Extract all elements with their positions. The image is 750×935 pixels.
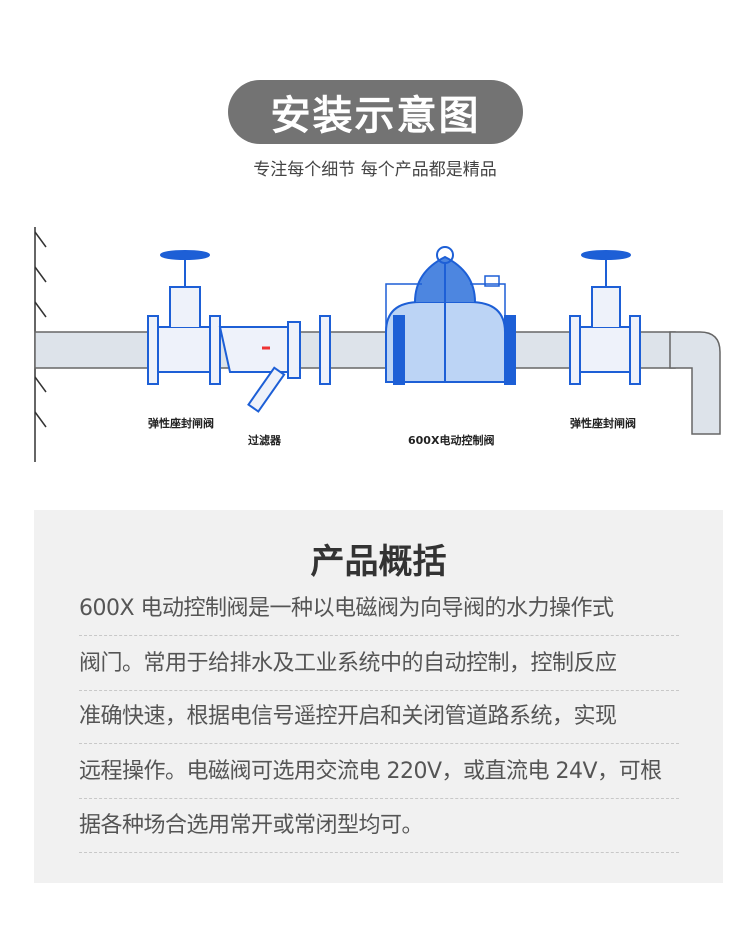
label-gate-valve-right: 弹性座封闸阀 <box>570 416 636 430</box>
section-title-pill: 安装示意图 <box>228 80 523 144</box>
gate-valve-left <box>147 250 221 385</box>
overview-line: 准确快速，根据电信号遥控开启和关闭管道路系统，实现 <box>79 700 679 744</box>
overview-panel: 产品概括 600X 电动控制阀是一种以电磁阀为向导阀的水力操作式 阀门。常用于给… <box>34 510 723 883</box>
control-valve <box>385 246 516 385</box>
label-gate-valve-left: 弹性座封闸阀 <box>148 416 214 430</box>
label-control-valve: 600X电动控制阀 <box>408 433 494 447</box>
section-subtitle: 专注每个细节 每个产品都是精品 <box>253 160 497 180</box>
gate-valve-right <box>569 250 641 385</box>
label-filter: 过滤器 <box>248 433 282 447</box>
overview-line: 远程操作。电磁阀可选用交流电 220V，或直流电 24V，可根 <box>79 755 679 799</box>
overview-line: 阀门。常用于给排水及工业系统中的自动控制，控制反应 <box>79 647 679 691</box>
overview-line: 600X 电动控制阀是一种以电磁阀为向导阀的水力操作式 <box>79 592 679 636</box>
overview-title: 产品概括 <box>310 542 447 582</box>
pipe <box>34 331 721 435</box>
installation-diagram: 弹性座封闸阀 过滤器 600X电动控制阀 弹性座封闸阀 <box>34 227 721 462</box>
filter <box>218 315 331 413</box>
overview-line: 据各种场合选用常开或常闭型均可。 <box>79 809 679 853</box>
